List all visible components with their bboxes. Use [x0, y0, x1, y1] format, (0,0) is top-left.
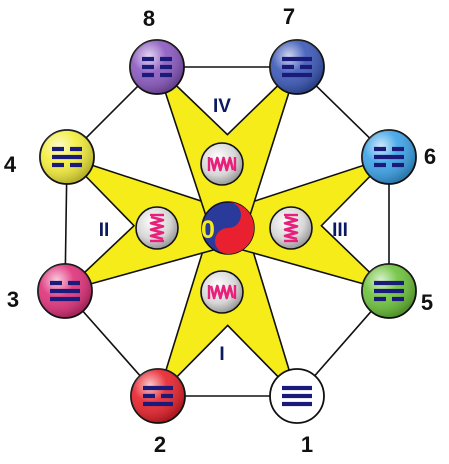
blade-numeral-II: II	[99, 220, 110, 241]
trigram-icon	[282, 385, 312, 407]
trigram-node-5	[361, 263, 417, 319]
spring-icon	[209, 156, 235, 172]
trigram-icon	[374, 280, 404, 302]
trigram-icon	[142, 56, 172, 78]
center-yin-yang: 0	[201, 201, 255, 255]
spring-circle-III	[269, 206, 313, 250]
spring-circle-II	[135, 206, 179, 250]
trigram-node-3	[37, 263, 93, 319]
trigram-icon	[50, 280, 80, 302]
trigram-node-8	[129, 39, 185, 95]
trigram-icon	[52, 146, 82, 168]
trigram-node-2	[130, 368, 186, 424]
spring-circle-IV	[200, 142, 244, 186]
trigram-icon	[143, 385, 173, 407]
spring-circles	[135, 142, 313, 314]
node-gloss	[130, 40, 184, 94]
trigram-icon	[374, 146, 404, 168]
center-label: 0	[201, 216, 215, 244]
blade-numeral-IV: IV	[213, 96, 231, 117]
trigram-icon	[282, 56, 312, 78]
blade-numeral-III: III	[332, 220, 348, 241]
trigram-node-4	[39, 129, 95, 185]
node-number-7: 7	[283, 4, 295, 29]
trigram-node-7	[269, 39, 325, 95]
node-number-5: 5	[421, 290, 433, 315]
spring-icon	[149, 215, 165, 241]
node-gloss	[270, 40, 324, 94]
trigram-nodes	[37, 39, 417, 424]
node-number-4: 4	[4, 152, 17, 177]
spring-icon	[209, 284, 235, 300]
node-number-6: 6	[424, 144, 436, 169]
node-number-1: 1	[301, 432, 313, 457]
node-number-8: 8	[143, 6, 155, 31]
spring-icon	[283, 215, 299, 241]
node-number-2: 2	[154, 432, 166, 457]
node-number-3: 3	[7, 287, 19, 312]
node-gloss	[131, 369, 185, 423]
blade-numeral-I: I	[219, 344, 224, 365]
trigram-node-1	[269, 368, 325, 424]
spring-circle-I	[200, 270, 244, 314]
trigram-node-6	[361, 129, 417, 185]
